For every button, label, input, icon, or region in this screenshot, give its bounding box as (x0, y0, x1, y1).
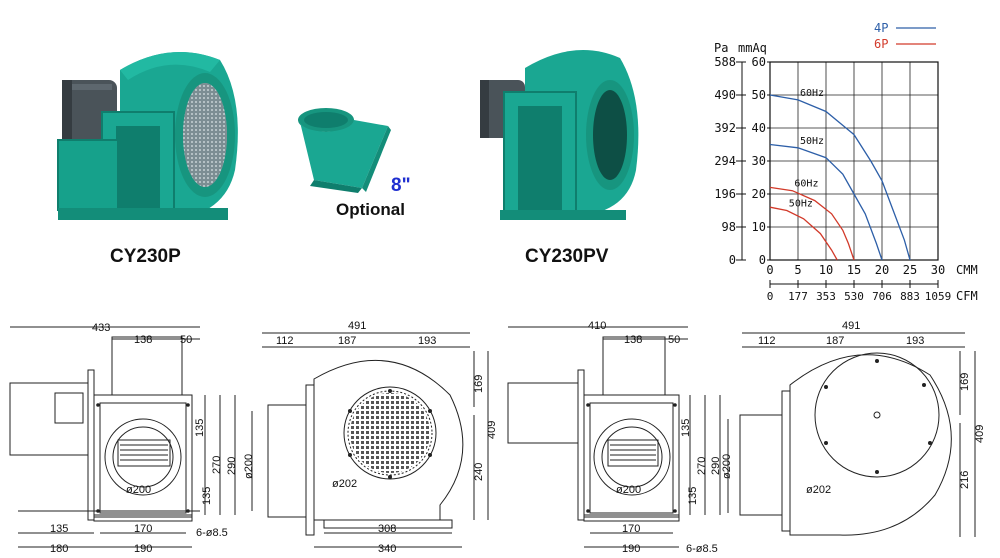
x2-tick-cfm: 706 (872, 290, 892, 303)
series-curve-6p-50hz (769, 206, 838, 261)
dim-d4-r2: 409 (974, 425, 986, 443)
x-tick-cmm: 20 (875, 263, 889, 277)
x-tick-cmm: 0 (766, 263, 773, 277)
dim-d2-r2: 409 (486, 421, 498, 439)
y-tick-pa: 196 (714, 187, 736, 201)
dim-d3-top-width: 138 (624, 334, 642, 346)
dim-d4-inlet: ø200 (721, 454, 733, 479)
dim-d2-inlet: ø200 (243, 454, 255, 479)
dim-d1-h4: 135 (201, 487, 213, 505)
y-tick-mmaq: 20 (752, 187, 766, 201)
dimension-drawings: 433 138 50 135 270 290 135 ø200 135 180 … (9, 320, 986, 555)
dim-d2-overall: 491 (348, 320, 366, 332)
x-tick-cmm: 15 (847, 263, 861, 277)
dim-d1-base1: 135 (50, 523, 68, 535)
y-tick-pa: 490 (714, 88, 736, 102)
dim-d2-r3: 240 (473, 463, 485, 481)
drawing-side-cy230pv (507, 326, 721, 548)
dim-d3-h4: 135 (687, 487, 699, 505)
product-label-cy230p: CY230P (110, 246, 181, 267)
drawing-side-cy230p (9, 326, 236, 548)
dim-d3-holes: 6-ø8.5 (686, 543, 718, 555)
y-axis-label-mmaq: mmAq (738, 41, 767, 55)
dim-d4-outlet: ø202 (806, 484, 831, 496)
dim-d3-h1: 135 (680, 419, 692, 437)
dim-d2-l1: 112 (276, 335, 294, 347)
y-tick-pa: 0 (729, 253, 736, 267)
drawing-front-cy230pv (727, 332, 976, 537)
curve-label-60hz: 60Hz (794, 179, 818, 190)
x2-tick-cfm: 177 (788, 290, 808, 303)
x-tick-cmm: 25 (903, 263, 917, 277)
x-axis-label-cmm: CMM (956, 263, 978, 277)
dim-d4-l2: 187 (826, 335, 844, 347)
y-tick-mmaq: 0 (759, 253, 766, 267)
x-tick-cmm: 10 (819, 263, 833, 277)
y-tick-pa: 392 (714, 121, 736, 135)
dim-d2-b2: 340 (378, 543, 396, 555)
y-tick-mmaq: 10 (752, 220, 766, 234)
dim-d1-inlet: ø200 (126, 484, 151, 496)
centrifugal-blower-vertical-icon (480, 50, 639, 220)
x-tick-cmm: 5 (794, 263, 801, 277)
dim-d3-top-offset: 50 (668, 334, 680, 346)
y-tick-pa: 98 (722, 220, 736, 234)
y-tick-mmaq: 50 (752, 88, 766, 102)
dim-d1-h1: 135 (194, 419, 206, 437)
y-axis-label-pa: Pa (714, 41, 728, 55)
dim-d1-base4: 190 (134, 543, 152, 555)
dim-d1-top-width: 138 (134, 334, 152, 346)
dim-d1-h2: 270 (211, 456, 223, 474)
x2-tick-cfm: 530 (844, 290, 864, 303)
dim-d2-r1: 169 (473, 375, 485, 393)
curve-label-50hz: 50Hz (800, 136, 824, 147)
dim-d4-l3: 193 (906, 335, 924, 347)
curve-label-50hz: 50Hz (789, 199, 813, 210)
series-curve-4p-60hz (769, 94, 911, 261)
dim-d2-outlet: ø202 (332, 478, 357, 490)
dim-d3-h2: 270 (696, 457, 708, 475)
dim-d1-top-offset: 50 (180, 334, 192, 346)
dim-d3-h3: 290 (710, 457, 722, 475)
x2-tick-cfm: 1059 (925, 290, 952, 303)
dim-d2-b1: 308 (378, 523, 396, 535)
dim-d2-l2: 187 (338, 335, 356, 347)
dim-d3-base4: 190 (622, 543, 640, 555)
series-curve-4p-50hz (769, 143, 883, 261)
dim-d3-inlet: ø200 (616, 484, 641, 496)
dim-d1-overall: 433 (92, 322, 110, 334)
dim-d1-holes: 6-ø8.5 (196, 527, 228, 539)
drawing-front-cy230p (251, 332, 489, 548)
dim-d3-base3: 170 (622, 523, 640, 535)
dim-d1-base2: 180 (50, 543, 68, 555)
legend-label-6p: 6P (874, 37, 888, 51)
duct-adapter-icon (298, 108, 391, 193)
y-tick-mmaq: 30 (752, 154, 766, 168)
product-label-cy230pv: CY230PV (525, 246, 609, 267)
dim-d4-l1: 112 (758, 335, 776, 347)
dim-d4-r3: 216 (959, 471, 971, 489)
curve-label-60hz: 60Hz (800, 88, 824, 99)
x2-tick-cfm: 883 (900, 290, 920, 303)
dim-d2-l3: 193 (418, 335, 436, 347)
adapter-size-label: 8" (391, 175, 411, 196)
y-tick-mmaq: 40 (752, 121, 766, 135)
dim-d1-base3: 170 (134, 523, 152, 535)
y-tick-pa: 588 (714, 55, 736, 69)
x2-tick-cfm: 353 (816, 290, 836, 303)
centrifugal-blower-icon (57, 52, 238, 220)
dim-d4-overall: 491 (842, 320, 860, 332)
adapter-optional-label: Optional (336, 200, 405, 219)
dim-d3-overall: 410 (588, 320, 606, 332)
legend-label-4p: 4P (874, 21, 888, 35)
series-curve-6p-60hz (769, 186, 855, 261)
x2-axis-label-cfm: CFM (956, 289, 978, 303)
x2-tick-cfm: 0 (767, 290, 774, 303)
dim-d1-h3: 290 (226, 457, 238, 475)
x-tick-cmm: 30 (931, 263, 945, 277)
dim-d4-r1: 169 (959, 373, 971, 391)
y-tick-pa: 294 (714, 154, 736, 168)
y-tick-mmaq: 60 (752, 55, 766, 69)
